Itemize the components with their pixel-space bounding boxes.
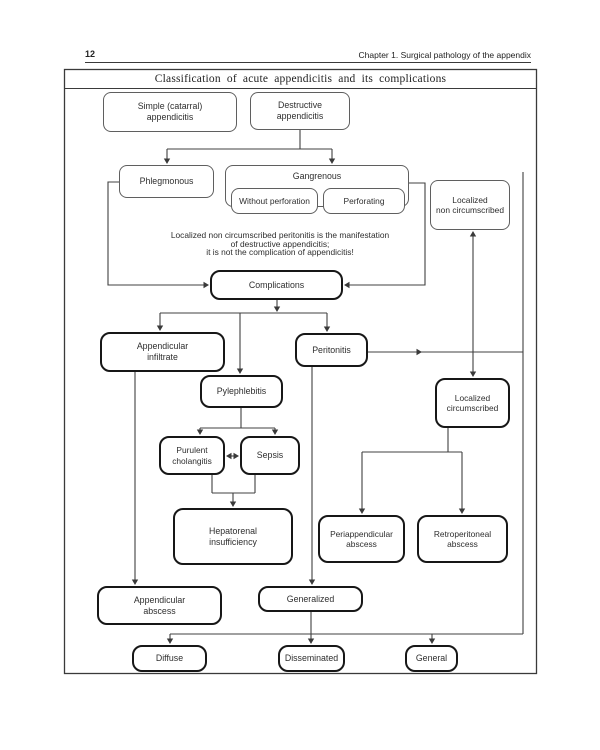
node-perforating: Perforating: [323, 188, 405, 214]
note-line-3: it is not the complication of appendicit…: [206, 247, 354, 258]
node-appendicular-abscess: Appendicular abscess: [97, 586, 222, 625]
node-without-perforation: Without perforation: [231, 188, 318, 214]
node-diffuse: Diffuse: [132, 645, 207, 672]
edge-peritonitis-to-localized: [368, 236, 523, 372]
node-phlegmonous: Phlegmonous: [119, 165, 214, 198]
node-generalized: Generalized: [258, 586, 363, 612]
edge-gangrenous-to-complications: [348, 182, 426, 286]
node-peritonitis: Peritonitis: [295, 333, 368, 367]
node-hepatorenal-insufficiency: Hepatorenal insufficiency: [173, 508, 293, 565]
edge-to-hepatorenal: [211, 475, 256, 503]
node-destructive-appendicitis: Destructive appendicitis: [250, 92, 350, 130]
node-disseminated: Disseminated: [278, 645, 345, 672]
node-general: General: [405, 645, 458, 672]
diagram-border: [63, 68, 538, 675]
edge-circumscribed-to-abscesses: [361, 428, 463, 510]
node-sepsis: Sepsis: [240, 436, 300, 475]
peritonitis-note: Localized non circumscribed peritonitis …: [130, 231, 430, 257]
node-periappendicular-abscess: Periappendicular abscess: [318, 515, 405, 563]
node-localized-non-circumscribed: Localized non circumscribed: [430, 180, 510, 230]
chapter-header: Chapter 1. Surgical pathology of the app…: [358, 50, 531, 60]
note-line-1: Localized non circumscribed peritonitis …: [170, 230, 390, 240]
arrowheads: [131, 158, 477, 644]
note-line-2: of destructive appendicitis;: [230, 238, 330, 249]
node-simple-catarral-appendicitis: Simple (catarral) appendicitis: [103, 92, 237, 132]
node-complications: Complications: [210, 270, 343, 300]
diagram-title: Classification of acute appendicitis and…: [154, 72, 447, 85]
node-pylephlebitis: Pylephlebitis: [200, 375, 283, 408]
edge-pylephlebitis-split: [199, 408, 276, 431]
header-rule: [85, 62, 531, 63]
edge-complications-split: [159, 300, 328, 370]
edge-phlegmonous-to-complications: [107, 181, 205, 286]
page-number: 12: [85, 49, 96, 59]
edge-generalized-split: [169, 612, 523, 640]
node-retroperitoneal-abscess: Retroperitoneal abscess: [417, 515, 508, 563]
node-purulent-cholangitis: Purulent cholangitis: [159, 436, 225, 475]
node-localized-circumscribed: Localized circumscribed: [435, 378, 510, 428]
edge-destructive-to-phlegmonous-gangrenous: [166, 130, 333, 160]
node-appendicular-infiltrate: Appendicular infiltrate: [100, 332, 225, 372]
